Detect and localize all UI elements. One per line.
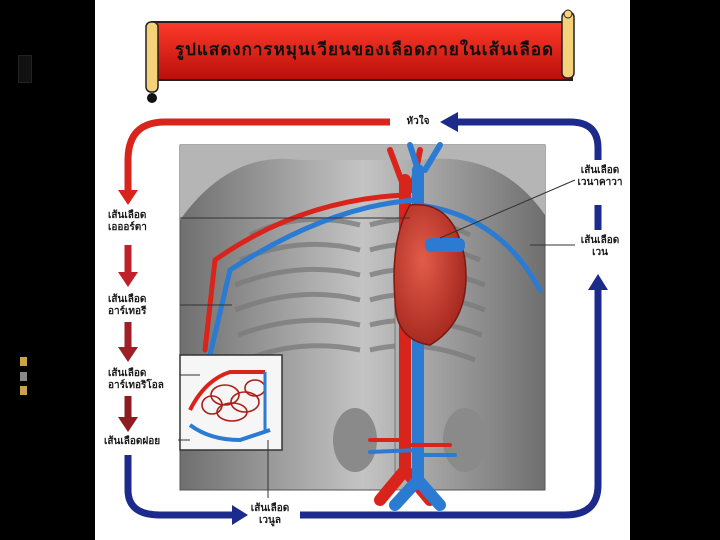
label-artery: เส้นเลือด อาร์เทอรี	[108, 294, 146, 318]
label-heart: หัวใจ	[400, 116, 436, 128]
label-vena-cava: เส้นเลือด เวนาคาวา	[574, 165, 626, 189]
label-heart-text: หัวใจ	[406, 116, 430, 127]
label-arteriole: เส้นเลือด อาร์เทอริโอล	[108, 368, 164, 392]
label-vena-cava-line2: เวนาคาวา	[577, 177, 623, 188]
label-venule-line2: เวนูล	[259, 515, 281, 526]
label-vein: เส้นเลือด เวน	[574, 235, 626, 259]
arterial-flow-path	[118, 118, 390, 432]
label-vein-line2: เวน	[592, 247, 608, 258]
capillary-inset	[179, 354, 283, 451]
decorative-block	[18, 55, 32, 83]
label-venule-line1: เส้นเลือด	[250, 503, 290, 514]
page-title: รูปแสดงการหมุนเวียนของเลือดภายในเส้นเลือ…	[175, 40, 555, 60]
label-aorta-line1: เส้นเลือด	[108, 210, 147, 221]
label-aorta-line2: เอออร์ตา	[108, 222, 147, 233]
label-capillary-text: เส้นเลือดฝอย	[104, 436, 161, 447]
label-arteriole-line1: เส้นเลือด	[108, 368, 147, 379]
decorative-bar-gold	[20, 357, 27, 366]
label-aorta: เส้นเลือด เอออร์ตา	[108, 210, 147, 234]
leader-lines	[178, 179, 576, 498]
label-artery-line1: เส้นเลือด	[108, 294, 147, 305]
label-capillary: เส้นเลือดฝอย	[104, 436, 160, 448]
torso-illustration	[179, 144, 546, 491]
decorative-bar-gray	[20, 372, 27, 381]
decorative-bar-gold	[20, 386, 27, 395]
label-vena-cava-line1: เส้นเลือด	[580, 165, 620, 176]
title-banner	[145, 9, 575, 103]
label-vein-line1: เส้นเลือด	[580, 235, 620, 246]
label-venule: เส้นเลือด เวนูล	[248, 503, 292, 527]
label-artery-line2: อาร์เทอรี	[108, 306, 147, 317]
left-strip	[30, 0, 95, 540]
venous-flow-path	[124, 112, 608, 525]
heart-illustration	[393, 203, 467, 346]
label-arteriole-line2: อาร์เทอริโอล	[108, 380, 164, 391]
